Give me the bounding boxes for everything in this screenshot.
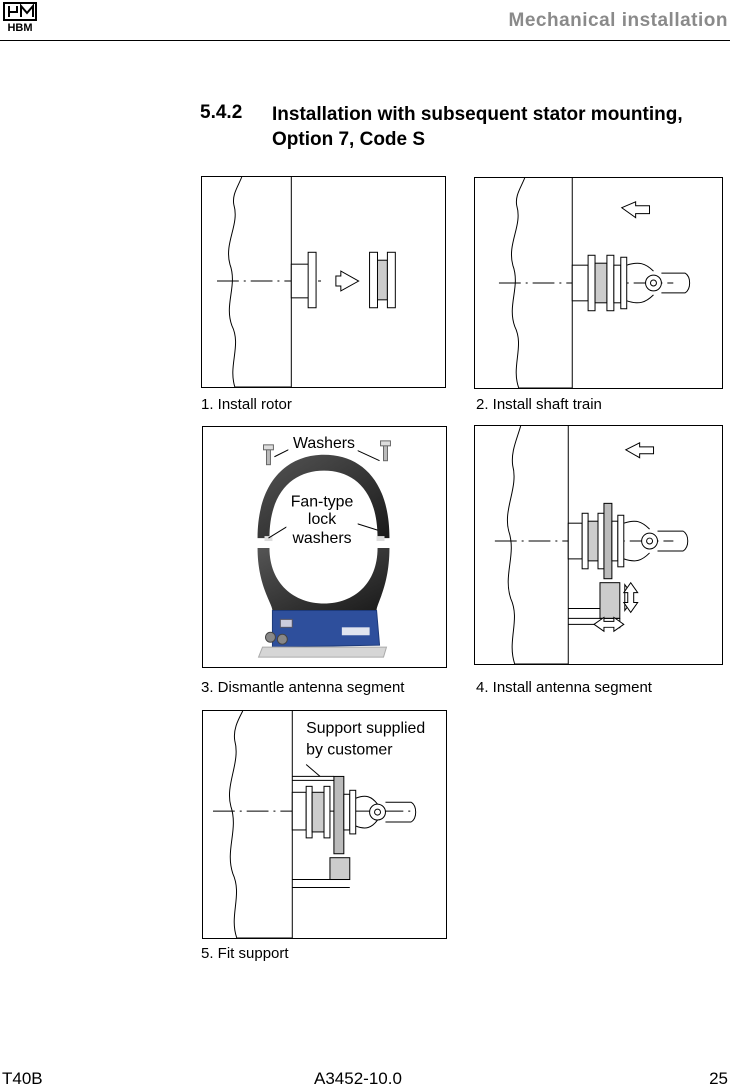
figure-install-shaft-train bbox=[474, 177, 723, 389]
logo-text: HBM bbox=[7, 22, 32, 32]
caption-figure-5: 5. Fit support bbox=[201, 945, 289, 962]
label-lock: lock bbox=[308, 511, 336, 528]
figure-dismantle-antenna-segment: Washers Fan-type lock washers bbox=[202, 426, 447, 668]
section-title: Installation with subsequent stator moun… bbox=[272, 104, 683, 150]
figure-fit-support: Support supplied by customer bbox=[202, 710, 447, 939]
footer-doc-number: A3452-10.0 bbox=[314, 1069, 402, 1088]
label-washers-2: washers bbox=[291, 530, 351, 547]
label-fan-type: Fan-type bbox=[291, 493, 354, 510]
label-washers: Washers bbox=[293, 435, 355, 452]
figure-install-antenna-segment bbox=[474, 425, 723, 665]
footer-page-number: 25 bbox=[709, 1069, 728, 1088]
header-title: Mechanical installation bbox=[508, 10, 728, 31]
caption-figure-4: 4. Install antenna segment bbox=[476, 679, 652, 696]
header-divider bbox=[0, 40, 730, 41]
label-support-line-1: Support supplied bbox=[306, 720, 425, 737]
footer-doc-code: T40B bbox=[2, 1069, 43, 1088]
caption-figure-1: 1. Install rotor bbox=[201, 396, 292, 413]
hbm-logo: HBM bbox=[3, 2, 37, 34]
caption-figure-2: 2. Install shaft train bbox=[476, 396, 602, 413]
caption-figure-3: 3. Dismantle antenna segment bbox=[201, 679, 405, 696]
figure-install-rotor bbox=[201, 176, 446, 388]
section-number: 5.4.2 bbox=[200, 102, 243, 123]
label-support-line-2: by customer bbox=[306, 742, 393, 759]
